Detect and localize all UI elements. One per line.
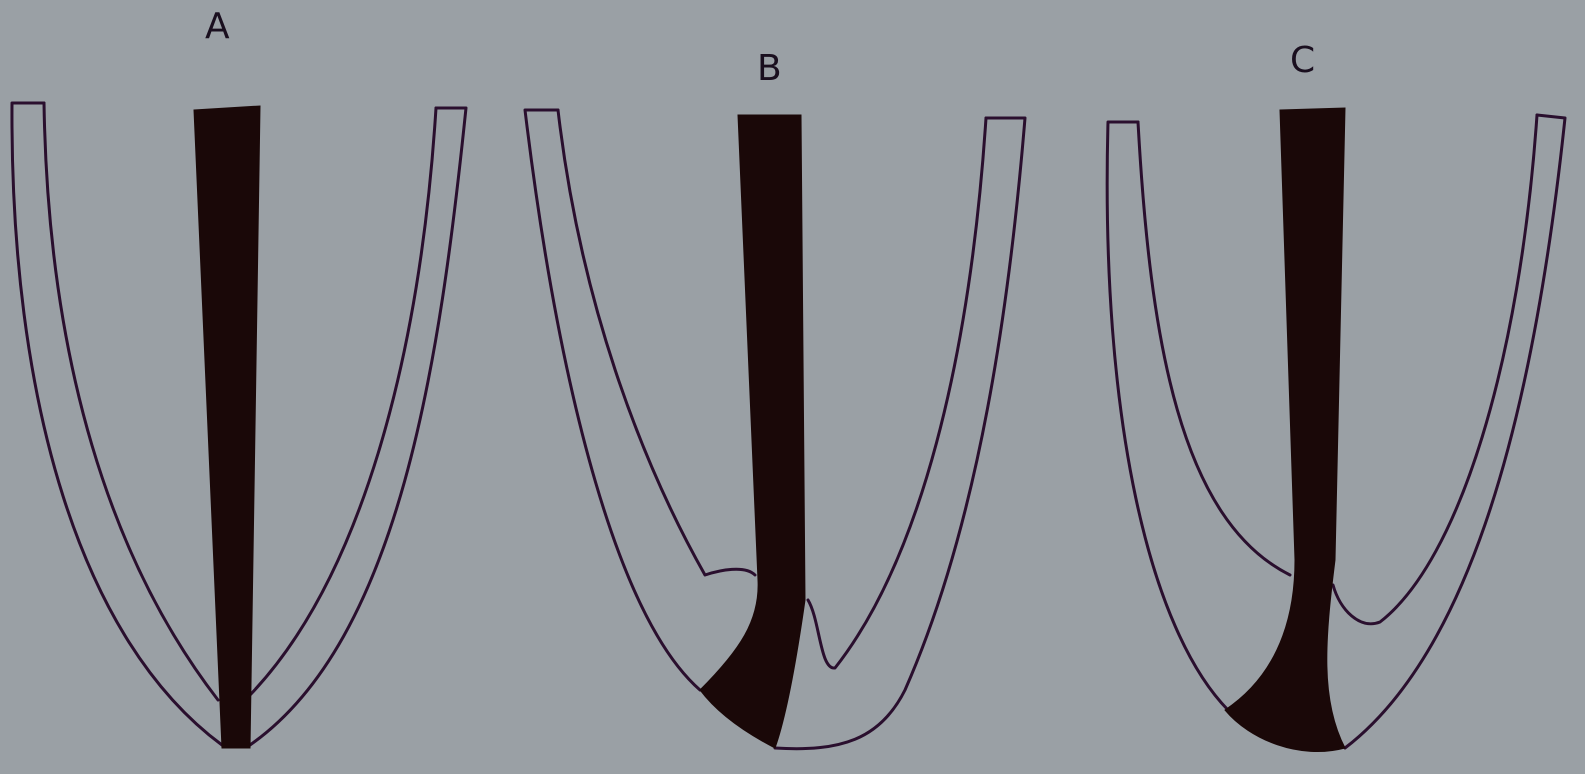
panel-c-septum	[1225, 108, 1345, 752]
panel-a-septum	[194, 106, 260, 748]
panel-label-b: B	[757, 48, 782, 89]
panel-a: A	[12, 6, 466, 748]
panel-b-septum	[700, 115, 805, 748]
panel-c: C	[1107, 40, 1565, 752]
panel-b: B	[525, 48, 1025, 749]
panel-label-c: C	[1290, 40, 1315, 81]
panel-label-a: A	[205, 6, 230, 47]
